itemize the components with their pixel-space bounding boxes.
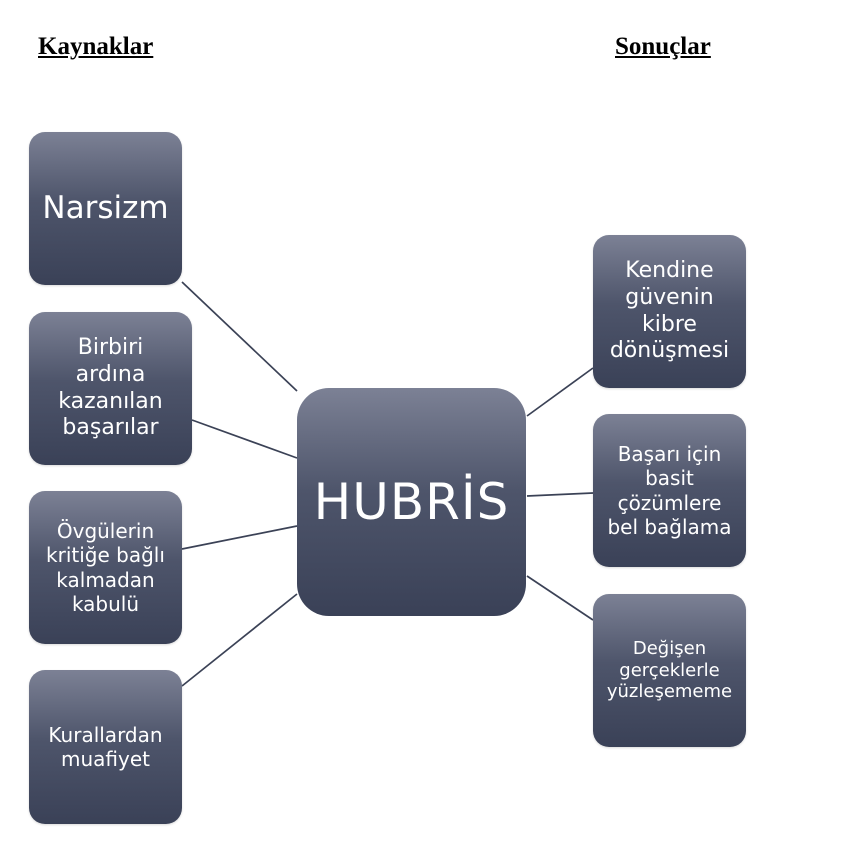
sources-heading: Kaynaklar	[38, 33, 154, 60]
source-box-ovguler: Övgülerin kritiğe bağlı kalmadan kabulü	[29, 491, 182, 644]
connector-ovguler	[181, 525, 298, 550]
result-box-yuzlesememe: Değişen gerçeklerle yüzleşememe	[593, 594, 746, 747]
connector-kibir	[526, 367, 594, 417]
source-box-narsizm: Narsizm	[29, 132, 182, 285]
connector-basit-cozum	[526, 492, 594, 497]
results-heading: Sonuçlar	[615, 33, 711, 60]
result-box-basit-cozum: Başarı için basit çözümlere bel bağlama	[593, 414, 746, 567]
connector-yuzlesememe	[526, 575, 594, 621]
connector-basarilar	[191, 419, 298, 459]
source-box-basarilar: Birbiri ardına kazanılan başarılar	[29, 312, 192, 465]
connector-muafiyet	[181, 593, 298, 687]
result-box-kibir: Kendine güvenin kibre dönüşmesi	[593, 235, 746, 388]
source-box-muafiyet: Kurallardan muafiyet	[29, 670, 182, 824]
center-box-hubris: HUBRİS	[297, 388, 526, 616]
connector-narsizm	[181, 281, 298, 392]
